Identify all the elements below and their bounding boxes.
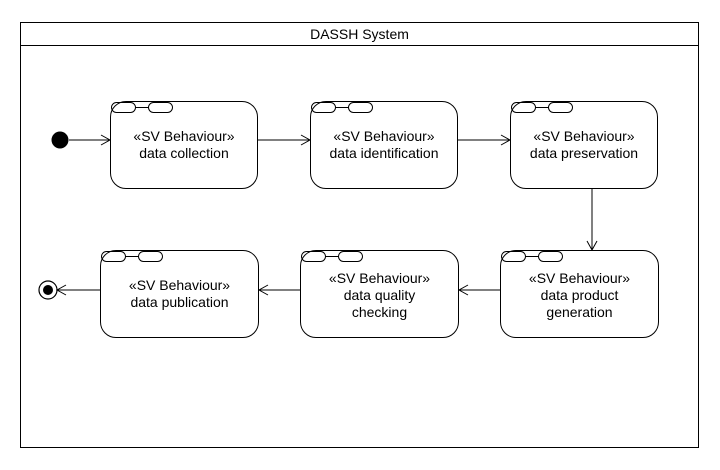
action-name-line: data publication bbox=[130, 294, 229, 310]
call-behavior-rake-icon bbox=[511, 102, 573, 113]
action-stereotype: «SV Behaviour» bbox=[333, 128, 435, 144]
activity-final-node bbox=[38, 280, 58, 300]
call-behavior-rake-icon bbox=[311, 102, 373, 113]
flow-quality-to-publication bbox=[257, 284, 300, 296]
action-name-line: data preservation bbox=[529, 145, 639, 161]
action-data-identification[interactable]: «SV Behaviour» data identification bbox=[310, 101, 458, 189]
call-behavior-rake-icon bbox=[111, 102, 173, 113]
action-data-publication[interactable]: «SV Behaviour» data publication bbox=[100, 250, 259, 338]
system-frame: DASSH System bbox=[20, 22, 699, 448]
action-data-preservation[interactable]: «SV Behaviour» data preservation bbox=[510, 101, 658, 189]
action-stereotype: «SV Behaviour» bbox=[133, 128, 235, 144]
action-data-product-generation[interactable]: «SV Behaviour» data product generation bbox=[500, 250, 659, 338]
flow-publication-to-final bbox=[55, 284, 100, 296]
action-name-line: data quality bbox=[343, 287, 416, 303]
initial-node bbox=[51, 131, 69, 149]
action-name-line: data collection bbox=[139, 145, 229, 161]
action-stereotype: «SV Behaviour» bbox=[128, 277, 231, 293]
action-stereotype: «SV Behaviour» bbox=[533, 128, 635, 144]
flow-preservation-to-product bbox=[586, 189, 598, 252]
action-data-quality-checking[interactable]: «SV Behaviour» data quality checking bbox=[300, 250, 459, 338]
action-name-line: data identification bbox=[329, 145, 439, 161]
action-name-line: data product bbox=[540, 287, 619, 303]
call-behavior-rake-icon bbox=[501, 251, 563, 262]
flow-collection-to-identification bbox=[258, 134, 312, 146]
action-name-line: generation bbox=[546, 304, 613, 320]
flow-product-to-quality bbox=[457, 284, 500, 296]
action-data-collection[interactable]: «SV Behaviour» data collection bbox=[110, 101, 258, 189]
call-behavior-rake-icon bbox=[301, 251, 363, 262]
flow-identification-to-preservation bbox=[458, 134, 512, 146]
frame-title: DASSH System bbox=[21, 23, 698, 46]
action-name-line: checking bbox=[351, 304, 408, 320]
action-stereotype: «SV Behaviour» bbox=[328, 270, 431, 286]
action-stereotype: «SV Behaviour» bbox=[528, 270, 631, 286]
flow-initial-to-collection bbox=[69, 134, 112, 146]
call-behavior-rake-icon bbox=[101, 251, 163, 262]
